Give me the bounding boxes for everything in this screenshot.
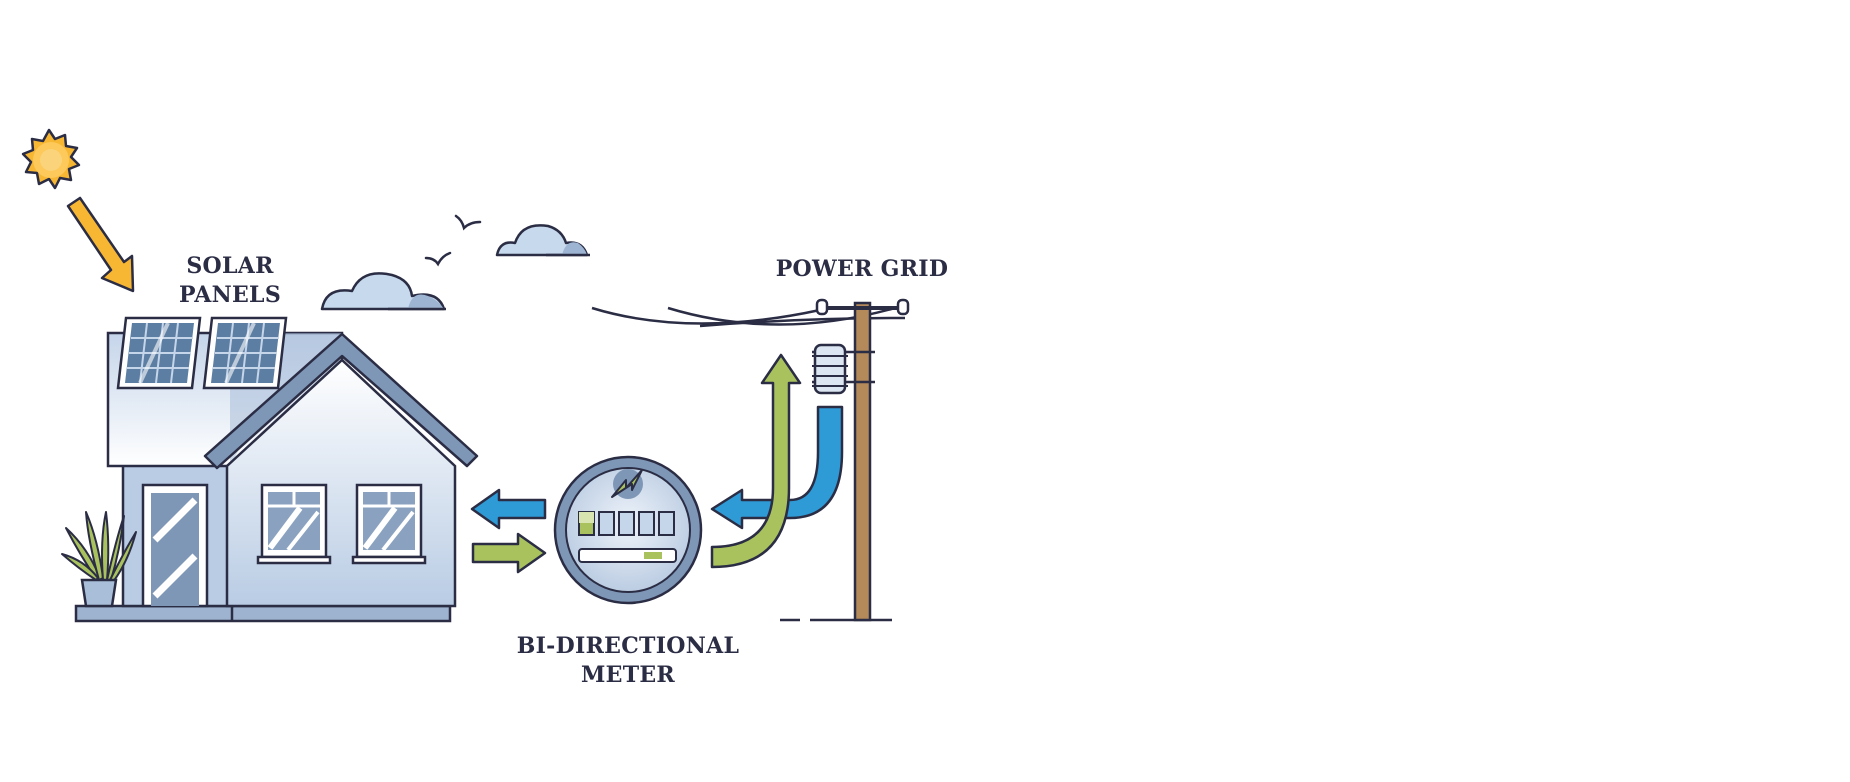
- sun-icon: [21, 128, 81, 190]
- utility-pole-icon: [780, 298, 910, 622]
- door: [141, 483, 209, 608]
- cloud-icon: [320, 272, 446, 311]
- power-lines: [591, 304, 906, 328]
- cloud-icon: [495, 224, 590, 257]
- arrow-to-house: [470, 488, 547, 530]
- meter-label-line1: BI-DIRECTIONAL: [516, 633, 740, 659]
- meter-label-line2: METER: [580, 662, 676, 688]
- bird-icon: [454, 214, 482, 231]
- solar-panels-label: SOLAR PANELS: [150, 252, 310, 310]
- sunlight-arrow: [66, 196, 135, 293]
- power-grid-label: POWER GRID: [775, 256, 949, 282]
- window: [256, 483, 332, 565]
- arrow-from-house: [471, 532, 547, 574]
- arrow-meter-to-grid: [710, 353, 802, 569]
- plant-icon: [61, 511, 137, 608]
- solar-panels-label-line1: SOLAR: [186, 253, 274, 279]
- solar-panels-label-line2: PANELS: [178, 282, 282, 308]
- bird-icon: [424, 251, 452, 267]
- solar-panel-icon: [116, 316, 202, 390]
- window: [351, 483, 427, 565]
- meter-label: BI-DIRECTIONAL METER: [512, 632, 744, 690]
- meter-icon: [553, 455, 703, 605]
- solar-panel-icon: [202, 316, 288, 390]
- arrow-grid-to-meter: [710, 405, 844, 530]
